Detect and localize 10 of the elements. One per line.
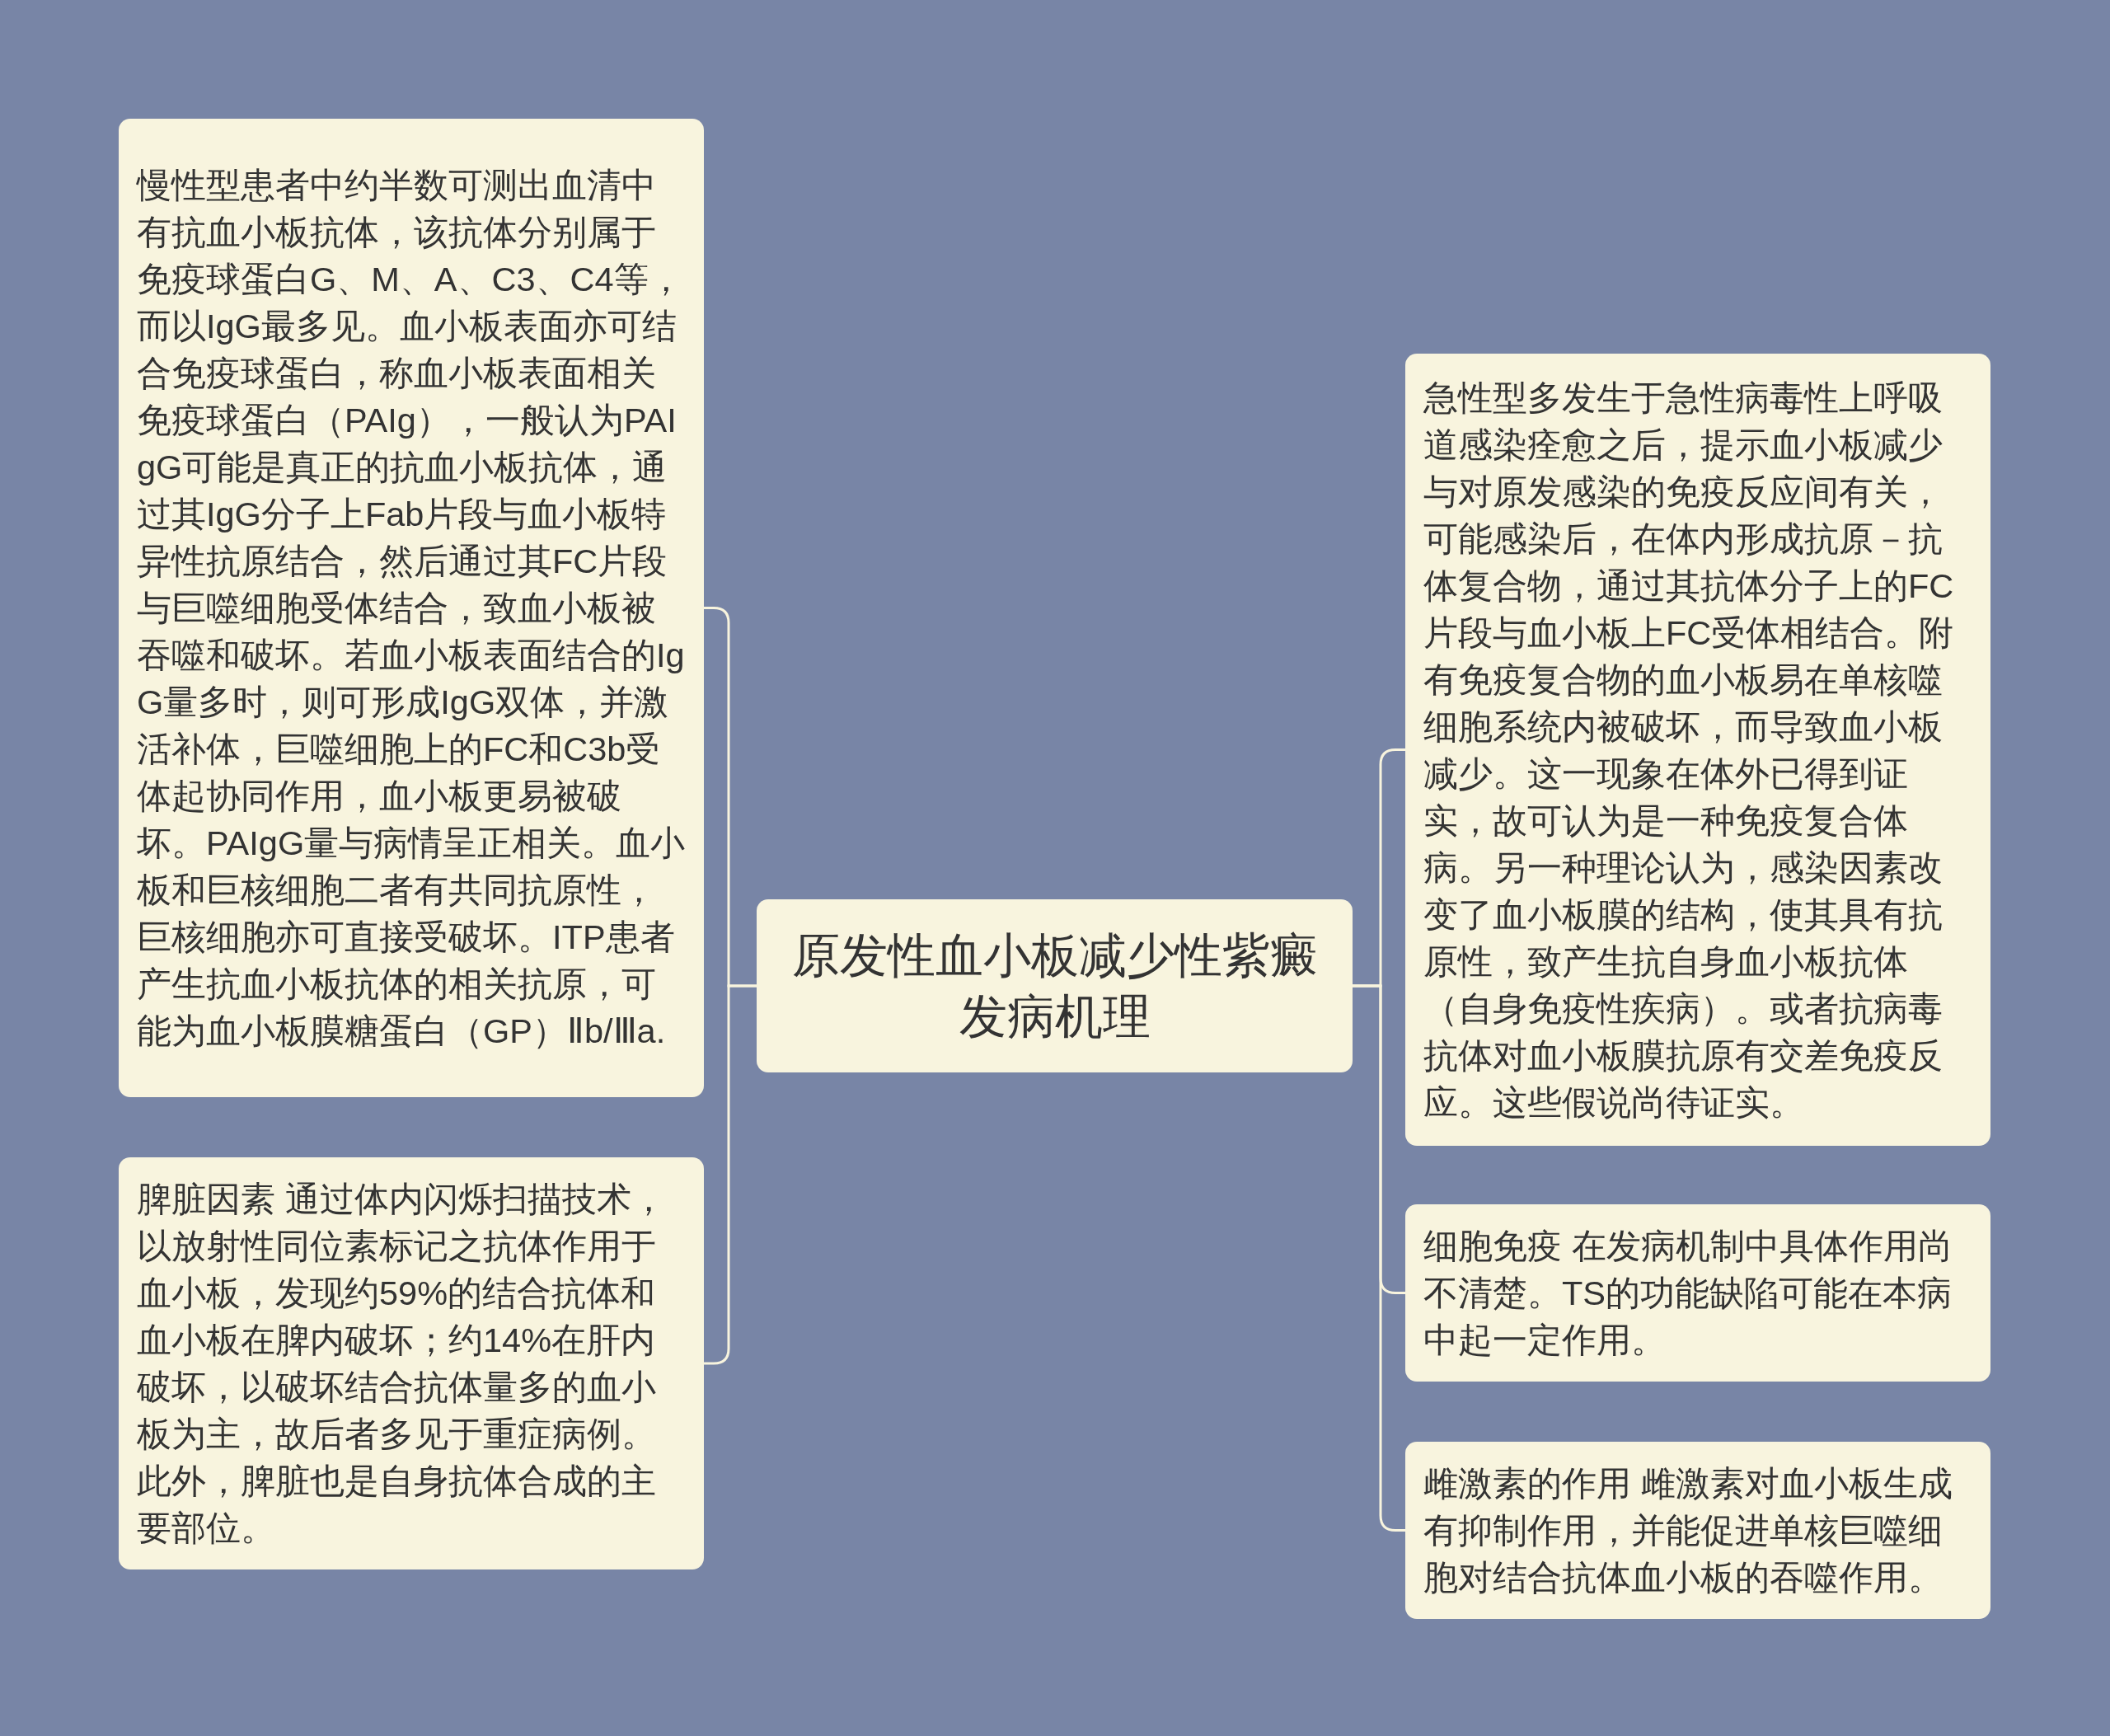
body-text: 慢性型患者中约半数可测出血清中有抗血小板抗体，该抗体分别属于免疫球蛋白G、M、A、C3、C4等，而以IgG最多见。血小板表面亦可结合免疫球蛋白，称血小板表面相关免疫球蛋白（PAIg），一般认为PAIgG可能是真正的抗血小板抗体，通过其IgG分子上Fab片段与血小板特异性抗原结合，然后通过其FC片段与巨噬细胞受体结合，致血小板被吞噬和破坏。若血小板表面结合的IgG量多时，则可形成IgG双体，并激活补体，巨噬细胞上的FC和C3b受体起协同作用，血小板更易被破坏。PAIgG量与病情呈正相关。血小板和巨核细胞二者有共同抗原性，巨核细胞亦可直接受破坏。ITP患者产生抗血小板抗体的相关抗原，可能为血小板膜糖蛋白（GP）Ⅱb/Ⅲa. [137,165,686,1052]
topic-title: 原发性血小板减少性紫癜发病机理 [790,927,1319,1044]
body-text: 细胞免疫 在发病机制中具体作用尚不清楚。TS的功能缺陷可能在本病中起一定作用。 [1423,1226,1953,1361]
body-text: 急性型多发生于急性病毒性上呼吸道感染痊愈之后，提示血小板减少与对原发感染的免疫反应间有关，可能感染后，在体内形成抗原－抗体复合物，通过其抗体分子上的FC片段与血小板上FC受体相结合。附有免疫复合物的血小板易在单核噬细胞系统内被破坏，而导致血小板减少。这一现象在体外已得到证实，故可认为是一种免疫复合体病。另一种理论认为，感染因素改变了血小板膜的结构，使其具有抗原性，致产生抗自身血小板抗体（自身免疫性疾病）。或者抗病毒抗体对血小板膜抗原有交差免疫反应。这些假说尚待证实。 [1423,377,1955,1124]
text-card [1405,1204,1990,1382]
body-text: 脾脏因素 通过体内闪烁扫描技术，以放射性同位素标记之抗体作用于血小板，发现约59%的结合抗体和血小板在脾内破坏；约14%在肝内破坏，以破坏结合抗体量多的血小板为主，故后者多见于重症病例。此外，脾脏也是自身抗体合成的主要部位。 [137,1179,667,1549]
body-text: 雌激素的作用 雌激素对血小板生成有抑制作用，并能促进单核巨噬细胞对结合抗体血小板的吞噬作用。 [1423,1463,1953,1598]
text-card [119,1157,704,1569]
text-card [1405,1442,1990,1619]
topic-box [757,899,1353,1072]
